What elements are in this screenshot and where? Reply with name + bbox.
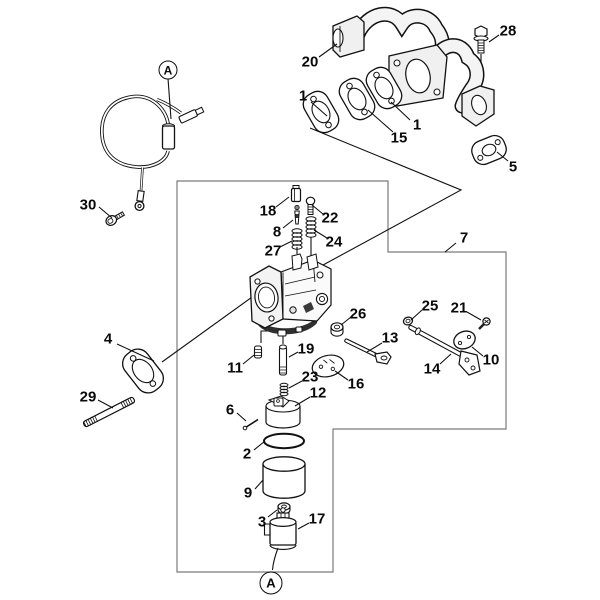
- part-label-15: 15: [390, 129, 408, 147]
- exhaust-manifold: [332, 6, 495, 127]
- part-label-1-right: 1: [412, 116, 422, 134]
- pin-19: [278, 344, 288, 376]
- part-label-17: 17: [308, 510, 326, 528]
- solenoid-17: [263, 507, 297, 550]
- part-label-4: 4: [103, 330, 113, 348]
- throttle-plate-10: [453, 330, 476, 350]
- linkage-parts: [311, 316, 491, 378]
- part-label-25: 25: [421, 297, 439, 315]
- callout-a-top: A: [158, 60, 178, 80]
- o-ring-2: [263, 432, 305, 450]
- nut-26: [330, 322, 344, 337]
- part-label-22: 22: [321, 209, 339, 227]
- part-label-28: 28: [499, 22, 517, 40]
- spring-27: [291, 228, 303, 250]
- pin-6: [242, 418, 259, 431]
- part-label-19: 19: [297, 340, 315, 358]
- leader-lines: [97, 34, 509, 571]
- part-label-7: 7: [459, 229, 469, 247]
- spring-23: [279, 382, 289, 397]
- cap-18: [290, 187, 302, 203]
- cable-adjuster-barrel: [161, 125, 176, 150]
- part-label-9: 9: [243, 484, 253, 502]
- float-12: [265, 395, 301, 429]
- part-label-23: 23: [301, 368, 319, 386]
- part-label-13: 13: [381, 329, 399, 347]
- part-label-18: 18: [259, 202, 277, 220]
- throttle-cable: [100, 94, 205, 226]
- fuel-inlet-stub: [291, 253, 303, 271]
- choke-rod-13: [344, 338, 392, 365]
- part-label-12: 12: [309, 384, 327, 402]
- part-label-3: 3: [257, 513, 267, 531]
- needle-8: [294, 204, 300, 211]
- float-bowl-stack: [242, 344, 306, 550]
- part-label-20: 20: [301, 53, 319, 71]
- bolt-30: [105, 211, 126, 226]
- part-label-26: 26: [349, 305, 367, 323]
- part-label-11: 11: [227, 359, 243, 377]
- part-label-6: 6: [225, 401, 235, 419]
- carburetor-body: [249, 253, 332, 337]
- callout-a-bottom: A: [259, 571, 283, 595]
- washer-25: [402, 316, 414, 326]
- part-label-24: 24: [325, 233, 343, 251]
- spring-24: [305, 216, 317, 238]
- stud-29: [82, 396, 136, 428]
- throttle-shaft-14: [408, 324, 481, 376]
- part-label-10: 10: [482, 351, 500, 369]
- part-label-2: 2: [242, 445, 252, 463]
- part-label-16: 16: [347, 375, 365, 393]
- carb-top-stack: [290, 185, 317, 250]
- part-label-21: 21: [450, 299, 468, 317]
- gasket-4: [122, 348, 164, 394]
- bowl-9: [262, 456, 306, 499]
- cable-end-connector: [178, 106, 205, 124]
- part-label-14: 14: [423, 360, 441, 378]
- screw-22: [305, 196, 316, 206]
- part-label-30: 30: [79, 196, 97, 214]
- manifold-left-flange: [332, 15, 365, 58]
- part-label-8: 8: [272, 223, 282, 241]
- part-label-5: 5: [508, 158, 518, 176]
- part-label-27: 27: [264, 242, 282, 260]
- bolt-28: [473, 25, 489, 54]
- manifold-gaskets: [302, 66, 403, 134]
- screw-21: [478, 317, 491, 330]
- part-label-29: 29: [79, 388, 97, 406]
- part-label-1-left: 1: [298, 87, 308, 105]
- jet-11: [253, 345, 263, 359]
- gasket-5: [471, 134, 507, 166]
- enclosure-frame: [176, 180, 507, 573]
